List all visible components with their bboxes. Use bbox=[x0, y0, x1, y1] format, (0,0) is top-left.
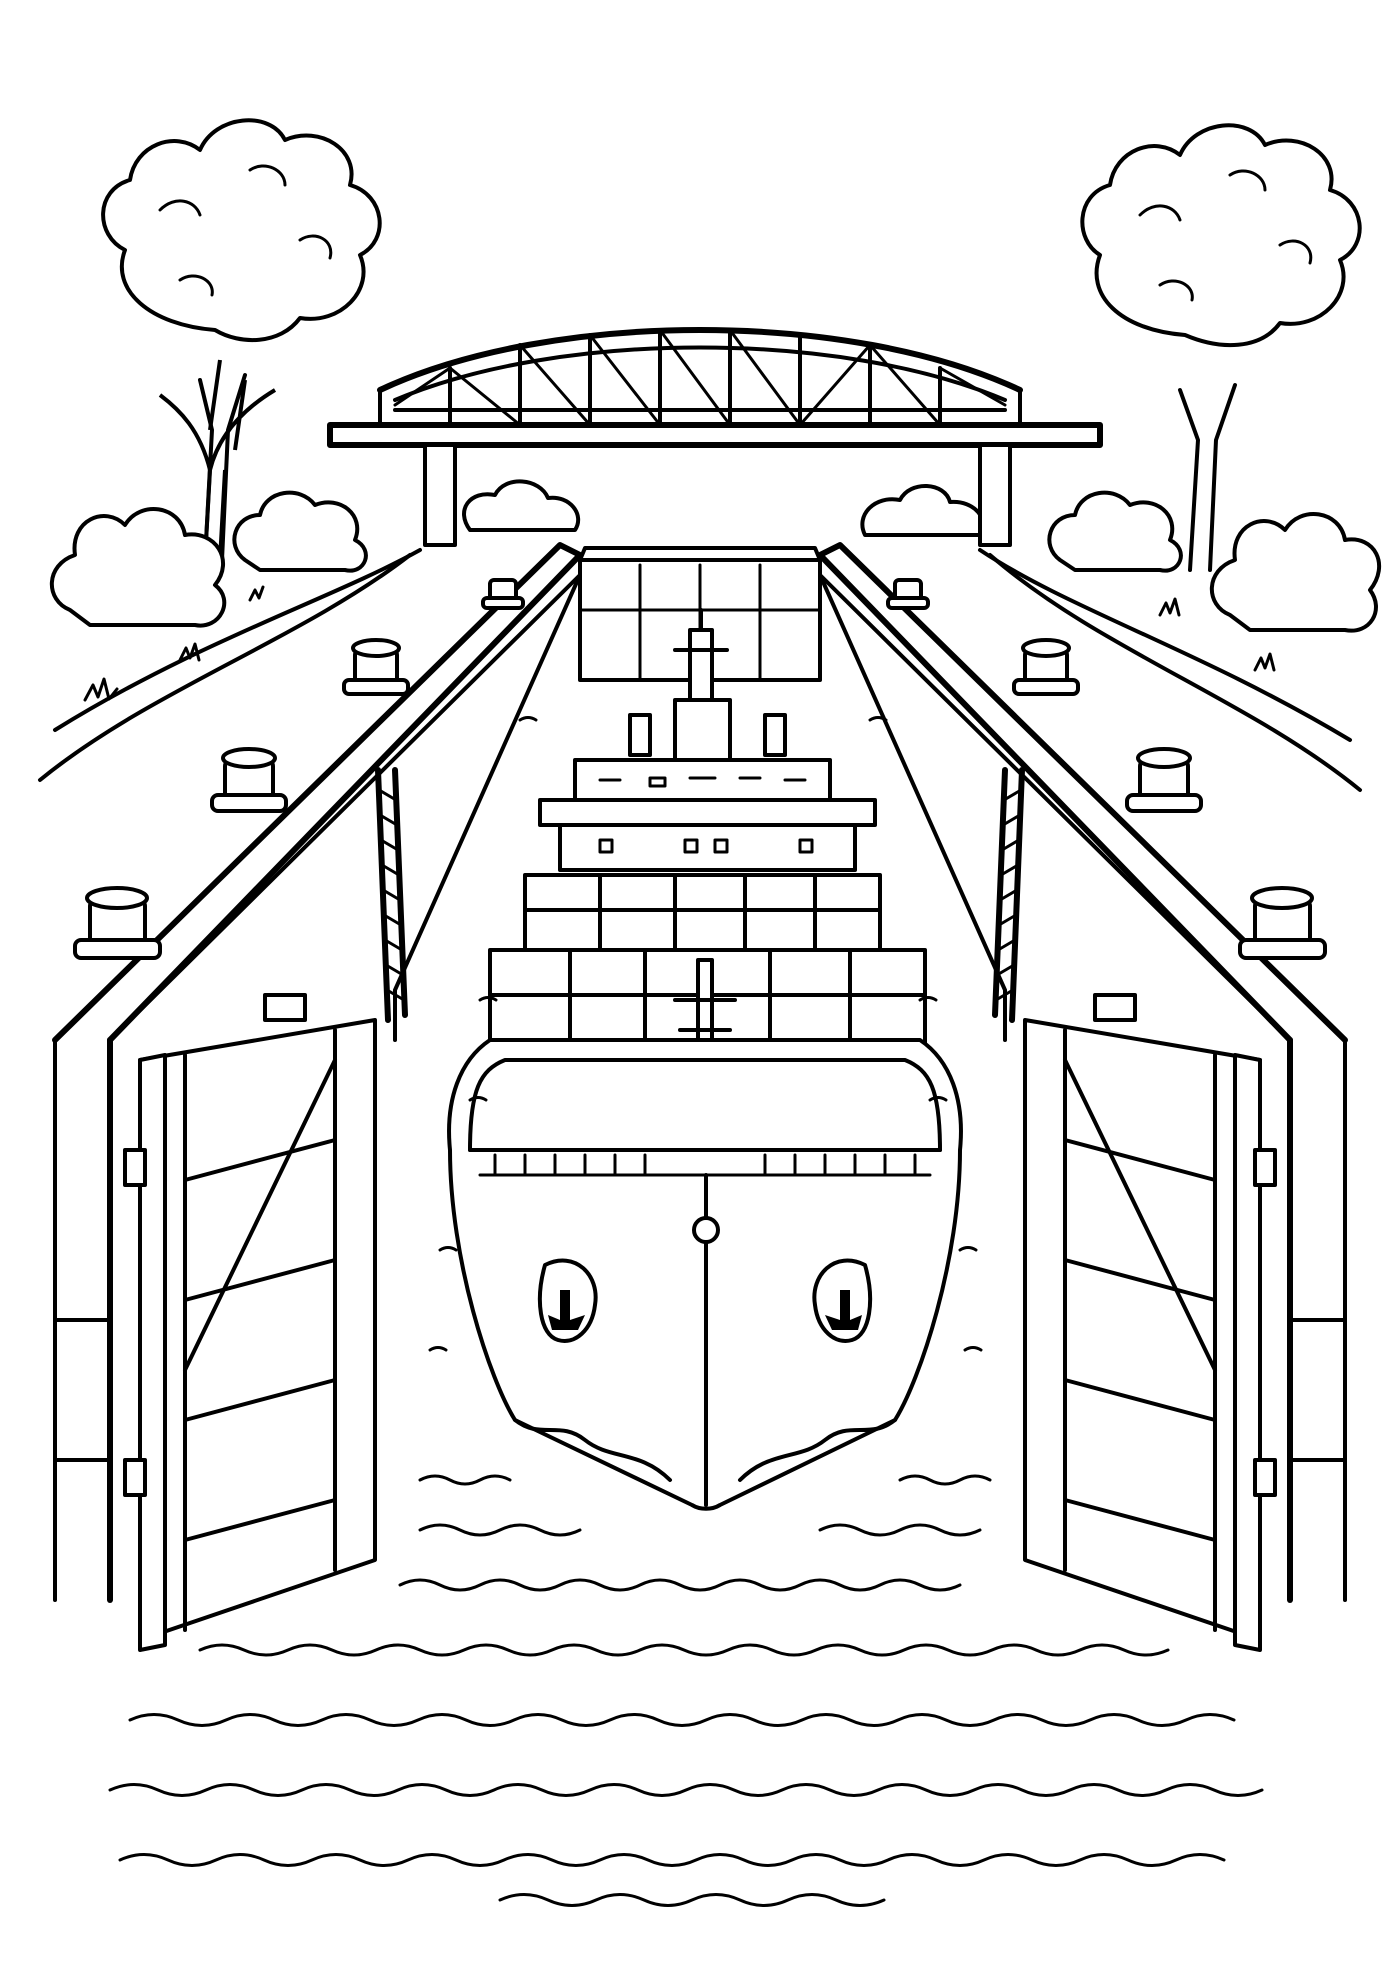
right-tree bbox=[1080, 123, 1362, 572]
container-ship bbox=[447, 608, 963, 1511]
truss-bridge bbox=[327, 327, 1103, 547]
ladders bbox=[375, 767, 1025, 1023]
bollard bbox=[342, 638, 410, 696]
left-anchor bbox=[537, 1258, 598, 1343]
bollard bbox=[1012, 638, 1080, 696]
bollard bbox=[481, 578, 525, 610]
bollards bbox=[73, 578, 1327, 960]
bollard bbox=[886, 578, 930, 610]
bollard bbox=[73, 886, 162, 960]
grass-tufts bbox=[83, 585, 1276, 702]
bollard bbox=[1238, 886, 1327, 960]
bollard bbox=[1125, 747, 1203, 813]
water bbox=[108, 716, 1264, 1907]
right-anchor bbox=[812, 1258, 873, 1343]
left-tree bbox=[101, 118, 382, 562]
bushes bbox=[49, 479, 1382, 633]
right-lock-gate bbox=[1023, 993, 1277, 1652]
bollard bbox=[210, 747, 288, 813]
left-lock-gate bbox=[123, 993, 377, 1652]
